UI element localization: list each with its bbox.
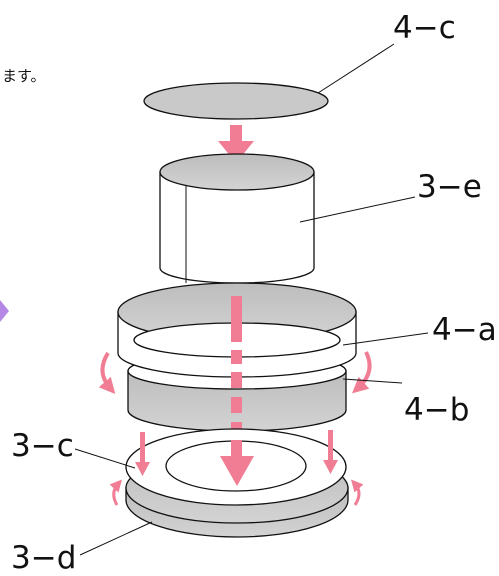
- cylinder-part: [159, 153, 315, 284]
- lid-disc: [143, 82, 329, 120]
- rotate-arrow-icon: [109, 479, 122, 506]
- down-arrow-icon: [323, 430, 338, 474]
- rotate-arrow-icon: [98, 351, 116, 395]
- label-upper-ring: 4−a: [432, 312, 497, 348]
- rotate-arrow-icon: [352, 351, 372, 394]
- triangle-pointer-icon: [0, 300, 9, 322]
- leader-line-cylinder: [299, 196, 416, 223]
- down-arrow-icon: [218, 125, 254, 163]
- leader-line-lid: [317, 43, 395, 94]
- intro-text: ます。: [2, 67, 46, 85]
- label-cylinder: 3−e: [417, 169, 482, 205]
- dashed-down-arrow: [231, 296, 242, 434]
- label-lid: 4−c: [393, 10, 456, 46]
- leader-line-base-disc: [79, 521, 153, 556]
- label-base-ring: 3−c: [11, 428, 74, 464]
- label-base-disc: 3−d: [11, 540, 76, 576]
- upper-ring-part: [117, 282, 357, 378]
- down-arrow-icon: [135, 432, 150, 476]
- leader-line-upper-ring: [342, 332, 429, 346]
- label-lower-band: 4−b: [404, 392, 469, 428]
- rotate-arrow-icon: [351, 479, 364, 506]
- leader-line-lower-band: [342, 378, 403, 384]
- leader-line-base-ring: [74, 448, 136, 469]
- down-arrow-icon: [220, 440, 254, 486]
